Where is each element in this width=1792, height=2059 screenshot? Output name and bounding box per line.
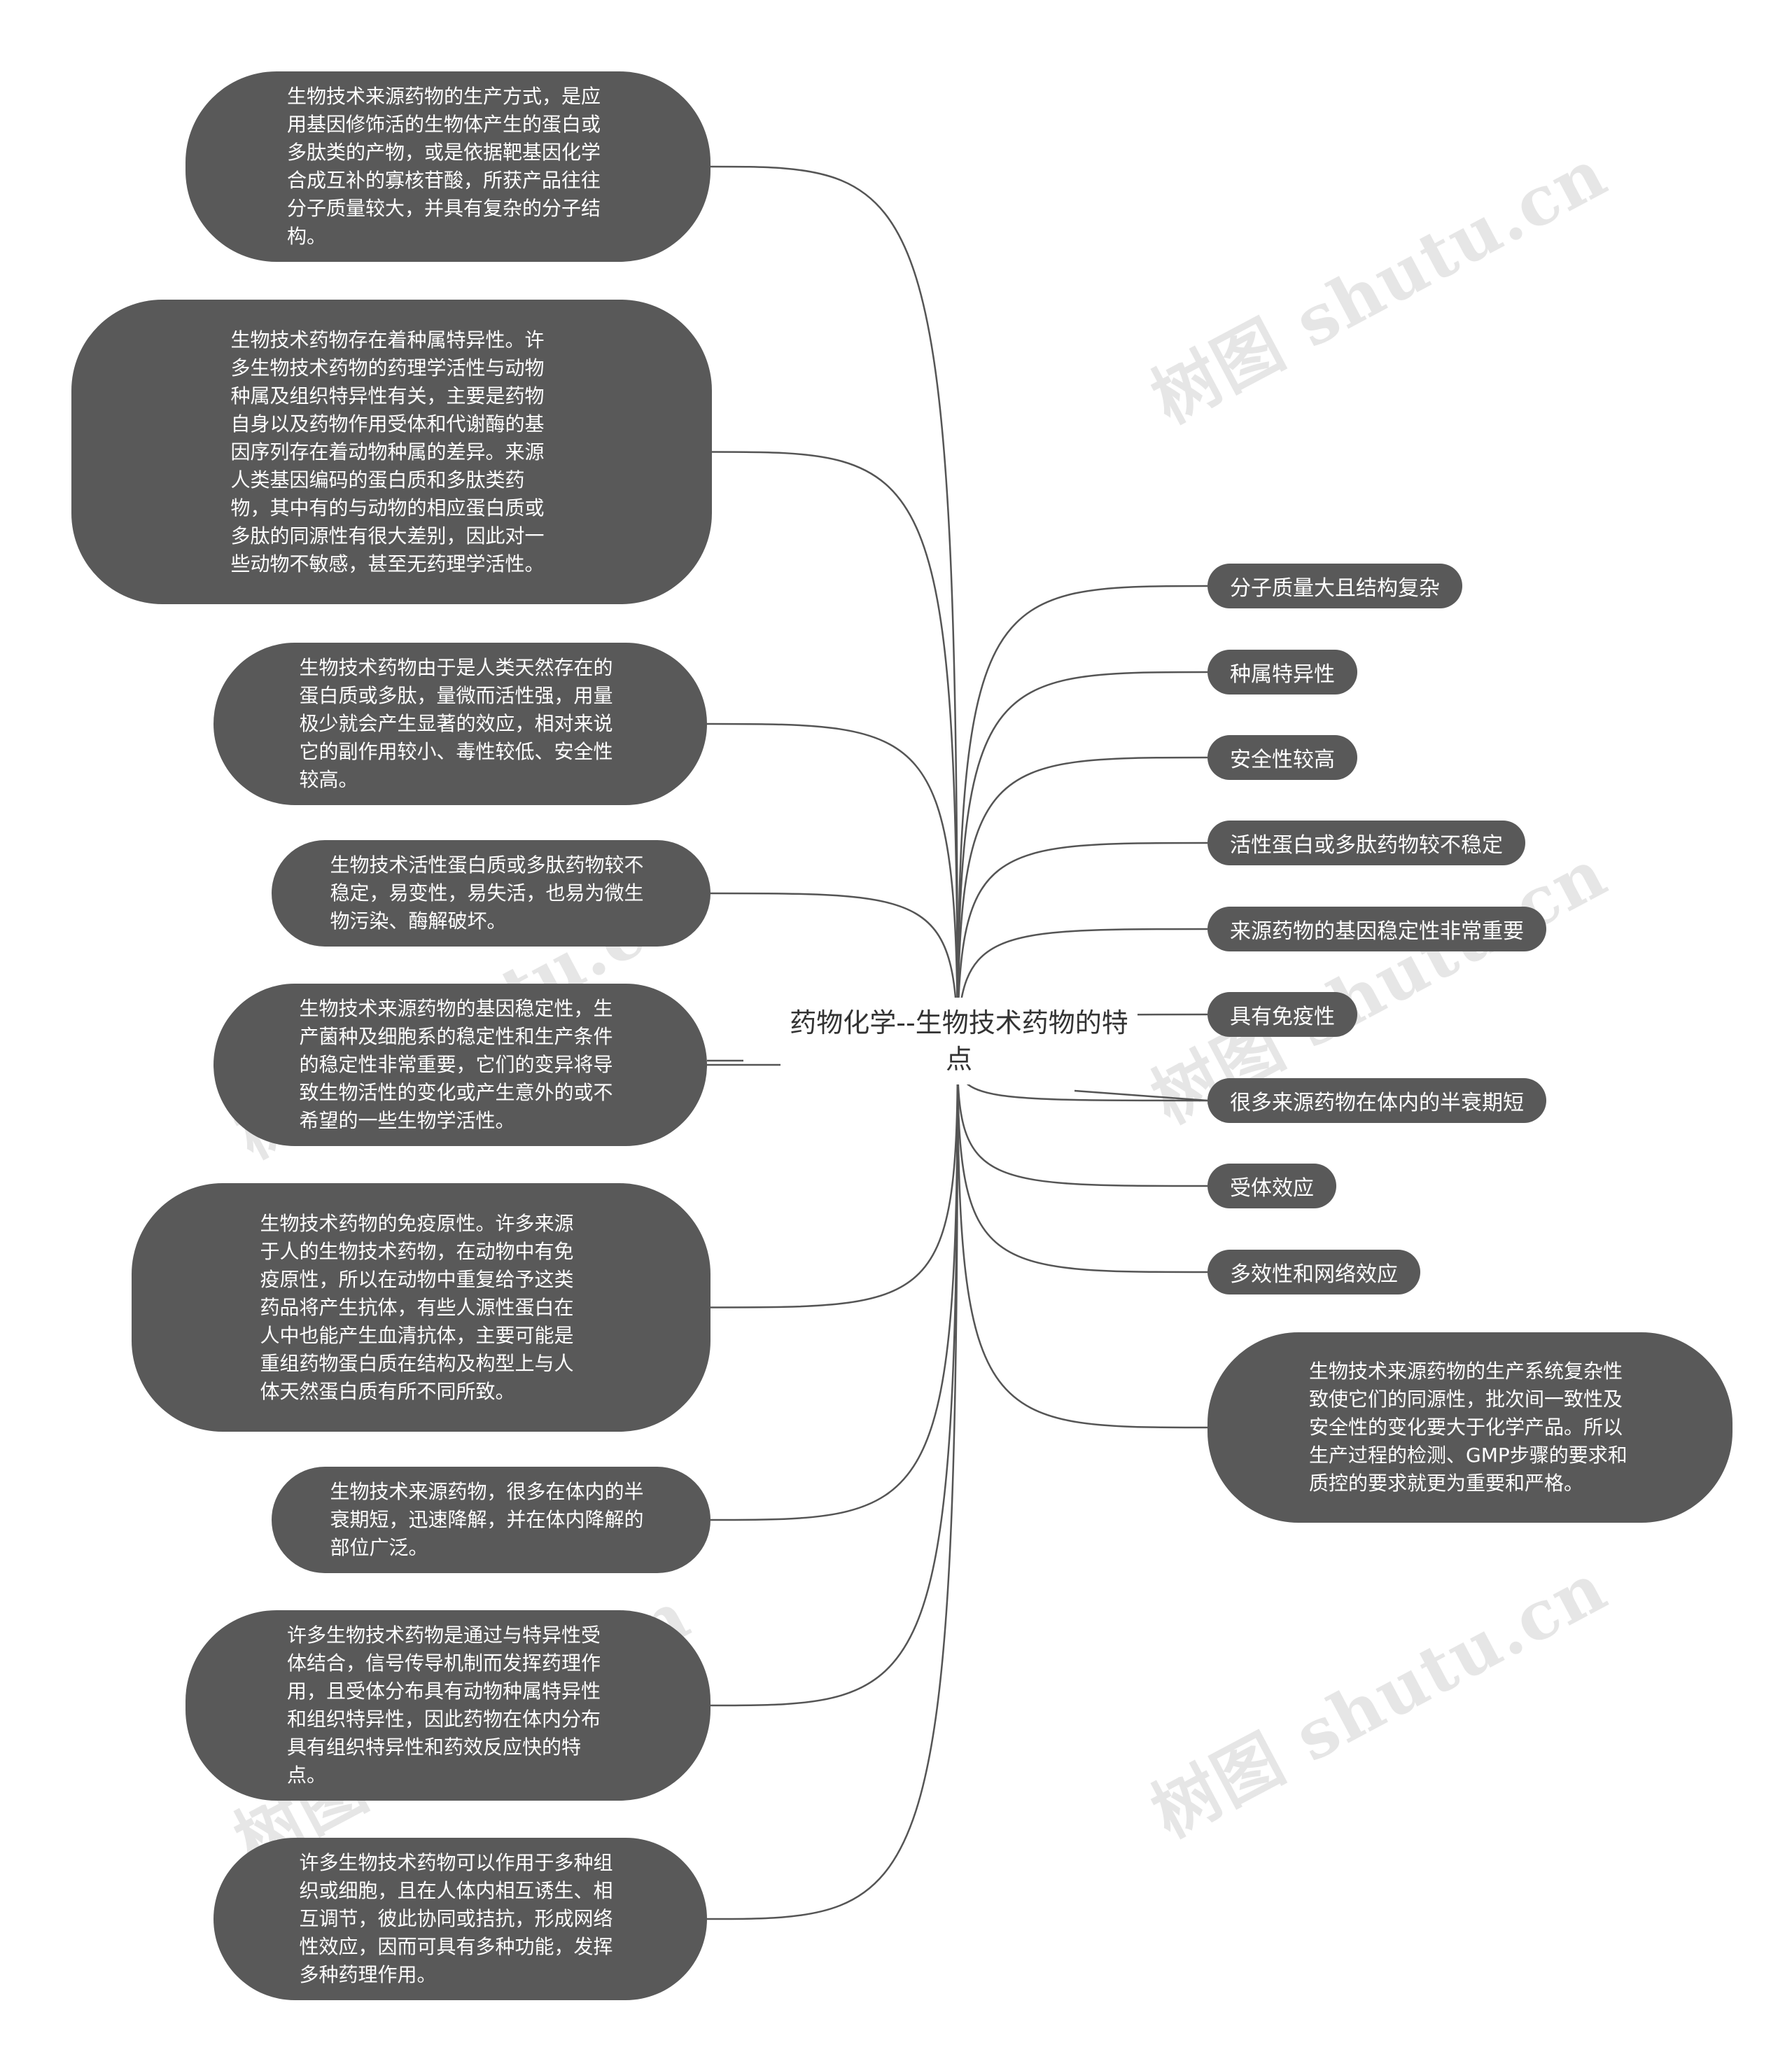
- left-node-6[interactable]: 生物技术药物的免疫原性。许多来源于人的生物技术药物，在动物中有免疫原性，所以在动…: [132, 1183, 710, 1432]
- right-node-10[interactable]: 生物技术来源药物的生产系统复杂性致使它们的同源性，批次间一致性及安全性的变化要大…: [1208, 1332, 1732, 1523]
- right-node-5[interactable]: 来源药物的基因稳定性非常重要: [1208, 907, 1546, 951]
- left-node-7[interactable]: 生物技术来源药物，很多在体内的半衰期短，迅速降解，并在体内降解的部位广泛。: [272, 1467, 710, 1573]
- right-node-4-text: 活性蛋白或多肽药物较不稳定: [1230, 833, 1503, 858]
- center-tick-right: [1074, 1089, 1208, 1102]
- left-node-4[interactable]: 生物技术活性蛋白质或多肽药物较不稳定，易变性，易失活，也易为微生物污染、酶解破坏…: [272, 840, 710, 947]
- left-node-3[interactable]: 生物技术药物由于是人类天然存在的蛋白质或多肽，量微而活性强，用量极少就会产生显著…: [214, 643, 707, 805]
- right-node-10-connector: [956, 1056, 1208, 1429]
- left-node-8-text: 许多生物技术药物是通过与特异性受体结合，信号传导机制而发挥药理作用，且受体分布具…: [287, 1624, 601, 1787]
- left-node-3-text: 生物技术药物由于是人类天然存在的蛋白质或多肽，量微而活性强，用量极少就会产生显著…: [299, 656, 613, 791]
- left-node-2-connector: [711, 451, 959, 1058]
- right-node-1-text: 分子质量大且结构复杂: [1230, 576, 1440, 601]
- right-node-1[interactable]: 分子质量大且结构复杂: [1208, 564, 1462, 608]
- left-node-7-connector: [710, 1056, 959, 1521]
- left-node-4-text: 生物技术活性蛋白质或多肽药物较不稳定，易变性，易失活，也易为微生物污染、酶解破坏…: [330, 853, 644, 933]
- left-node-7-text: 生物技术来源药物，很多在体内的半衰期短，迅速降解，并在体内降解的部位广泛。: [330, 1480, 644, 1559]
- right-node-2-connector: [956, 671, 1208, 1058]
- right-node-4[interactable]: 活性蛋白或多肽药物较不稳定: [1208, 821, 1525, 865]
- right-node-9-text: 多效性和网络效应: [1230, 1262, 1398, 1287]
- left-node-2[interactable]: 生物技术药物存在着种属特异性。许多生物技术药物的药理学活性与动物种属及组织特异性…: [71, 300, 712, 604]
- right-node-3-connector: [956, 756, 1208, 1058]
- left-node-5[interactable]: 生物技术来源药物的基因稳定性，生产菌种及细胞系的稳定性和生产条件的稳定性非常重要…: [214, 984, 707, 1146]
- left-node-9-connector: [706, 1056, 959, 1920]
- right-node-10-text: 生物技术来源药物的生产系统复杂性致使它们的同源性，批次间一致性及安全性的变化要大…: [1309, 1360, 1628, 1495]
- right-node-8-connector: [956, 1056, 1208, 1187]
- left-node-1-text: 生物技术来源药物的生产方式，是应用基因修饰活的生物体产生的蛋白或多肽类的产物，或…: [287, 85, 601, 248]
- left-node-3-connector: [706, 723, 959, 1058]
- left-node-2-text: 生物技术药物存在着种属特异性。许多生物技术药物的药理学活性与动物种属及组织特异性…: [230, 328, 545, 575]
- left-node-6-connector: [710, 1056, 959, 1308]
- central-topic[interactable]: 药物化学--生物技术药物的特点: [780, 998, 1138, 1084]
- right-node-9-connector: [956, 1056, 1208, 1273]
- right-node-7-text: 很多来源药物在体内的半衰期短: [1230, 1091, 1524, 1115]
- right-node-4-connector: [956, 842, 1208, 1058]
- right-node-3[interactable]: 安全性较高: [1208, 735, 1357, 780]
- left-node-9[interactable]: 许多生物技术药物可以作用于多种组织或细胞，且在人体内相互诱生、相互调节，彼此协同…: [214, 1838, 707, 2000]
- right-node-1-connector: [956, 585, 1208, 1058]
- left-node-8-connector: [710, 1056, 959, 1707]
- right-node-7[interactable]: 很多来源药物在体内的半衰期短: [1208, 1078, 1546, 1123]
- right-node-9[interactable]: 多效性和网络效应: [1208, 1250, 1420, 1294]
- left-node-1-connector: [710, 165, 959, 1058]
- left-node-6-text: 生物技术药物的免疫原性。许多来源于人的生物技术药物，在动物中有免疫原性，所以在动…: [260, 1211, 574, 1403]
- right-node-8[interactable]: 受体效应: [1208, 1164, 1336, 1208]
- right-node-6[interactable]: 具有免疫性: [1208, 992, 1357, 1037]
- left-node-1[interactable]: 生物技术来源药物的生产方式，是应用基因修饰活的生物体产生的蛋白或多肽类的产物，或…: [186, 71, 710, 262]
- right-node-6-text: 具有免疫性: [1230, 1005, 1335, 1029]
- right-node-2[interactable]: 种属特异性: [1208, 650, 1357, 695]
- right-node-8-text: 受体效应: [1230, 1176, 1314, 1201]
- left-node-9-text: 许多生物技术药物可以作用于多种组织或细胞，且在人体内相互诱生、相互调节，彼此协同…: [299, 1851, 613, 1986]
- right-node-2-text: 种属特异性: [1230, 662, 1335, 687]
- left-node-8[interactable]: 许多生物技术药物是通过与特异性受体结合，信号传导机制而发挥药理作用，且受体分布具…: [186, 1610, 710, 1801]
- right-node-3-text: 安全性较高: [1230, 748, 1335, 772]
- right-node-5-text: 来源药物的基因稳定性非常重要: [1230, 919, 1524, 944]
- left-node-5-text: 生物技术来源药物的基因稳定性，生产菌种及细胞系的稳定性和生产条件的稳定性非常重要…: [299, 997, 613, 1132]
